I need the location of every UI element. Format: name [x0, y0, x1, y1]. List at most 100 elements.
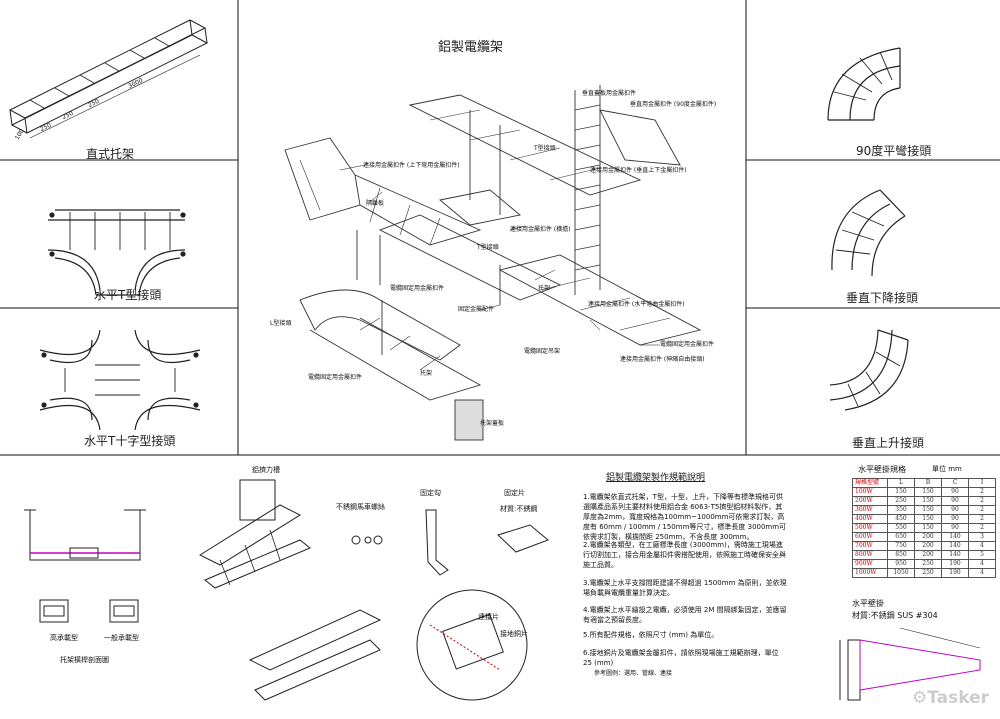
callout: T型接頭 — [477, 244, 499, 251]
callout: 托架 — [538, 285, 551, 292]
vertical-down-label: 垂直下降接頭 — [846, 291, 919, 305]
callout: 托架 — [420, 370, 433, 377]
table-cell: 4 — [968, 568, 996, 578]
elbow-90-drawing — [827, 47, 901, 121]
table-cell: 規格型號 — [852, 478, 888, 488]
bracket-material: 材質:不銹鋼 SUS #304 — [852, 611, 938, 620]
crossbar-label: 鋁擠力槽 — [252, 466, 280, 474]
callout: 垂直用金屬扣件 (90度金屬扣件) — [630, 101, 717, 108]
straight-tray-label: 直式托架 — [86, 147, 135, 161]
table-cell: B — [914, 478, 942, 488]
table-cell: 2 — [968, 514, 996, 524]
callout: 連接用金屬扣件 (水平彎曲金屬扣件) — [588, 301, 685, 308]
table-cell: 750 — [887, 541, 915, 551]
hook-label: 固定勾 — [420, 489, 441, 497]
table-cell: 150 — [887, 487, 915, 497]
table-cell: 2 — [968, 487, 996, 497]
callout: 電纜固定用金屬扣件 — [660, 341, 715, 348]
connector-label: 連接片 — [478, 613, 499, 621]
table-cell: 500W — [852, 523, 888, 533]
high-load-label: 高承載型 — [50, 634, 78, 642]
table-cell: 90 — [941, 514, 969, 524]
vertical-up-drawing — [829, 329, 909, 411]
note-item: 2.電纜架各類型，在工廠標準長度 (3000mm)，需時施工現場進行切割加工，接… — [583, 541, 786, 569]
callout: 隔離板 — [366, 200, 385, 207]
vertical-down-drawing — [831, 189, 906, 277]
cross-junction-label: 水平T十字型接頭 — [84, 434, 176, 448]
table-cell: 140 — [941, 550, 969, 560]
table-row: 規格型號 L B C I — [852, 478, 996, 488]
t-junction-label: 水平T型接頭 — [94, 288, 162, 302]
table-cell: 150 — [914, 514, 942, 524]
spec-unit: 單位 mm — [932, 465, 962, 473]
table-cell: 4 — [968, 559, 996, 569]
callout: 連接用金屬扣件 (上下彎用金屬扣件) — [363, 162, 460, 169]
callout: T型接頭 — [534, 145, 556, 152]
table-cell: 1050 — [887, 568, 915, 578]
table-cell: 90 — [941, 487, 969, 497]
table-cell: 90 — [941, 496, 969, 506]
table-cell: 300W — [852, 505, 888, 515]
table-cell: 140 — [941, 532, 969, 542]
table-cell: 250 — [887, 496, 915, 506]
table-cell: 250 — [914, 568, 942, 578]
table-cell: 450 — [887, 514, 915, 524]
callout: 連接用金屬扣件 (橫擔) — [510, 226, 571, 233]
table-cell: 400W — [852, 514, 888, 524]
note-item: 1.電纜架依直式托架，T型，十型，上升，下降等有標準規格可供選購產品系列主要材料… — [583, 493, 787, 541]
note-item: 4.電纜架上水平繪設之電纜，必須使用 2M 間隔綁紮固定，並應留有適當之預留長度… — [583, 606, 787, 624]
note-item: 5.所有配件規格，依照尺寸 (mm) 為單位。 — [583, 631, 719, 639]
table-cell: 3 — [968, 532, 996, 542]
table-cell: 350 — [887, 505, 915, 515]
table-cell: 200 — [914, 532, 942, 542]
diagram-title: 鋁製電纜架 — [438, 40, 504, 55]
table-cell: 200 — [914, 541, 942, 551]
table-cell: 650 — [887, 532, 915, 542]
normal-load-label: 一般承載型 — [104, 634, 139, 642]
table-cell: 200W — [852, 496, 888, 506]
table-cell: 140 — [941, 541, 969, 551]
t-junction-drawing — [47, 209, 186, 296]
section-caption: 托架橫桿剖面圖 — [60, 656, 109, 664]
table-cell: 600W — [852, 532, 888, 542]
cross-junction-drawing — [39, 329, 201, 431]
watermark-text: Tasker — [927, 688, 990, 708]
watermark-logo: ⚙Tasker — [912, 688, 989, 708]
table-cell: 150 — [914, 487, 942, 497]
table-cell: 900W — [852, 559, 888, 569]
callout: 電纜固定用金屬扣件 — [308, 374, 363, 381]
table-cell: 4 — [968, 541, 996, 551]
table-cell: 2 — [968, 496, 996, 506]
elbow-90-label: 90度平彎接頭 — [856, 144, 932, 158]
spec-title: 水平壁掛規格 — [858, 465, 906, 474]
table-cell: 2 — [968, 505, 996, 515]
table-cell: 700W — [852, 541, 888, 551]
watermark-icon: ⚙ — [912, 688, 928, 708]
callout: L型接頭 — [270, 320, 292, 327]
table-cell: 150 — [914, 496, 942, 506]
table-cell: 190 — [941, 568, 969, 578]
table-cell: 100W — [852, 487, 888, 497]
table-cell: 5 — [968, 550, 996, 560]
vertical-up-label: 垂直上升接頭 — [852, 436, 925, 450]
table-cell: 200 — [914, 550, 942, 560]
bolt-label: 不銹鋼馬車螺絲 — [336, 503, 385, 511]
table-cell: 190 — [941, 559, 969, 569]
table-cell: 800W — [852, 550, 888, 560]
callout: 垂直蓋板用金屬扣件 — [582, 90, 637, 97]
clip-material: 材質:不銹鋼 — [500, 505, 538, 513]
callout: 連接用金屬扣件 (垂直上下金屬扣件) — [590, 167, 687, 174]
table-cell: I — [968, 478, 996, 488]
table-cell: 950 — [887, 559, 915, 569]
clip-label: 固定片 — [504, 489, 525, 497]
